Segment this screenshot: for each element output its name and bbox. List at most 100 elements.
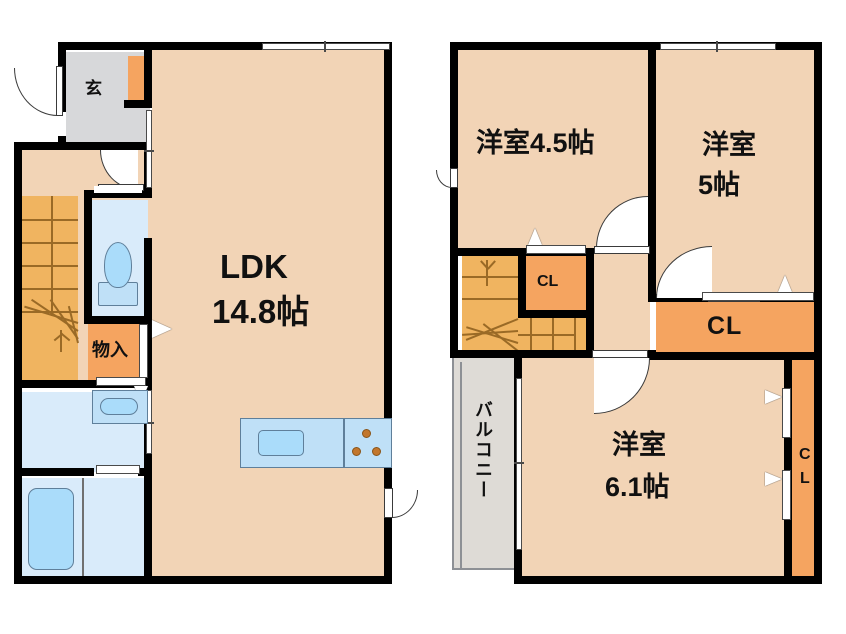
cl-side-label-line2: L [800, 470, 810, 487]
cl-small-door-marker [528, 228, 542, 245]
floor2-plan: 洋室4.5帖 洋室 5帖 洋室 6.1帖 CL CL C L バルコニー [430, 0, 846, 634]
genkan-ldk-wall [144, 42, 152, 108]
cl-side-label-line1: C [799, 446, 811, 463]
stair-rail [518, 334, 576, 336]
stair-step [552, 314, 554, 358]
exterior-wall-left [14, 142, 22, 584]
window-sash [324, 41, 326, 52]
ldk-label-line1: LDK [220, 248, 288, 285]
cl-small-door[interactable] [526, 245, 586, 254]
washroom-bath-wall [14, 468, 94, 476]
hall-ldk-wall-2 [144, 238, 152, 322]
cl-side-door-upper[interactable] [782, 388, 791, 438]
cl-small[interactable] [526, 254, 588, 314]
bathtub [28, 488, 74, 570]
ldk-exterior-door-leaf[interactable] [384, 488, 393, 518]
storage-right-wall [144, 316, 152, 386]
toilet-door-opening [94, 186, 142, 193]
entrance-door[interactable] [14, 68, 58, 116]
room45-room5-wall [648, 42, 656, 248]
shoe-closet[interactable] [128, 56, 148, 106]
stair-step [22, 219, 78, 221]
ldk-door-marker[interactable] [152, 320, 172, 338]
balcony-label: バルコニー [473, 400, 493, 500]
balcony-railing [460, 362, 462, 568]
stair-step [462, 298, 518, 300]
room61-door-leaf[interactable] [592, 350, 648, 358]
entrance-door-leaf[interactable] [56, 66, 63, 116]
room61-label-line1: 洋室 [612, 430, 666, 460]
cl-large-bottom-wall [648, 352, 822, 360]
kitchen-sink [258, 430, 304, 456]
stair-step [22, 242, 78, 244]
room5-label-line1: 洋室 [702, 130, 756, 160]
cl-large-door[interactable] [702, 292, 814, 301]
stair-step [530, 314, 532, 358]
balcony-door[interactable] [516, 378, 522, 550]
exterior-wall-top [58, 42, 392, 50]
window-sash [514, 462, 524, 464]
room5-label-line2: 5帖 [698, 170, 741, 200]
cl-large-door-marker [778, 275, 792, 292]
ldk-exterior-door[interactable] [392, 490, 418, 518]
window-sash [716, 41, 718, 52]
balcony-edge [452, 568, 514, 570]
exterior-wall-entry-step [14, 142, 66, 150]
hall-washroom-wall [14, 380, 152, 388]
floor1-plan: LDK 14.8帖 玄 物入 [0, 0, 420, 634]
room45-label: 洋室4.5帖 [476, 128, 595, 158]
staircase-2f-upper [462, 254, 518, 314]
bath-door[interactable] [96, 465, 140, 474]
stair-direction-arrow [60, 330, 62, 352]
bath-divider [82, 478, 84, 576]
exterior-wall-bottom [514, 576, 822, 584]
room61-label-line2: 6.1帖 [605, 472, 670, 502]
balcony-edge [452, 358, 454, 570]
room61-floor [522, 358, 790, 576]
toilet-left-wall [84, 190, 92, 322]
washroom-bath-wall-2 [138, 468, 152, 476]
stair-step [462, 276, 518, 278]
room45-door-leaf[interactable] [594, 246, 650, 254]
cl-side-door-lower[interactable] [782, 470, 791, 520]
stove-burner [362, 429, 371, 438]
stair-step [22, 265, 78, 267]
ldk-north-window[interactable] [262, 43, 390, 50]
storage-closet[interactable] [88, 322, 148, 380]
stair-step [574, 314, 576, 358]
hall-west-window[interactable] [146, 110, 152, 188]
washroom-door[interactable] [96, 377, 146, 386]
exterior-wall-right [384, 42, 392, 584]
window-sash [144, 150, 154, 152]
stair-right-wall [586, 310, 594, 358]
exterior-wall-right [814, 42, 822, 584]
cl-side-door-marker [765, 390, 782, 404]
staircase-1f [22, 196, 78, 386]
balcony-floor [452, 358, 514, 570]
gas-stove [344, 418, 392, 468]
exterior-wall-bottom [14, 576, 392, 584]
cl-small-label: CL [537, 273, 559, 290]
toilet-top-wall [84, 190, 152, 198]
stove-burner [372, 447, 381, 456]
ldk-label-line2: 14.8帖 [212, 293, 310, 330]
washbasin-sink [100, 398, 138, 415]
stair-direction-arrow [486, 260, 488, 286]
cl-large[interactable] [656, 300, 820, 358]
cl-side-left-wall [784, 356, 792, 578]
exterior-wall-top [450, 42, 822, 50]
cl-small-left-wall [518, 248, 526, 318]
toilet-bowl [104, 242, 132, 288]
room45-west-window-leaf[interactable] [450, 168, 458, 188]
genkan-label: 玄 [85, 79, 102, 98]
stair-rail [51, 196, 53, 316]
storage-label: 物入 [92, 340, 128, 360]
cl-small-right-wall [586, 248, 594, 318]
upper-floor-bottom-wall [450, 350, 590, 358]
stove-burner [352, 447, 361, 456]
exterior-wall-left [450, 42, 458, 356]
cl-small-bottom-wall [518, 310, 594, 318]
storage-door[interactable] [139, 324, 148, 378]
room5-north-window[interactable] [660, 43, 776, 50]
